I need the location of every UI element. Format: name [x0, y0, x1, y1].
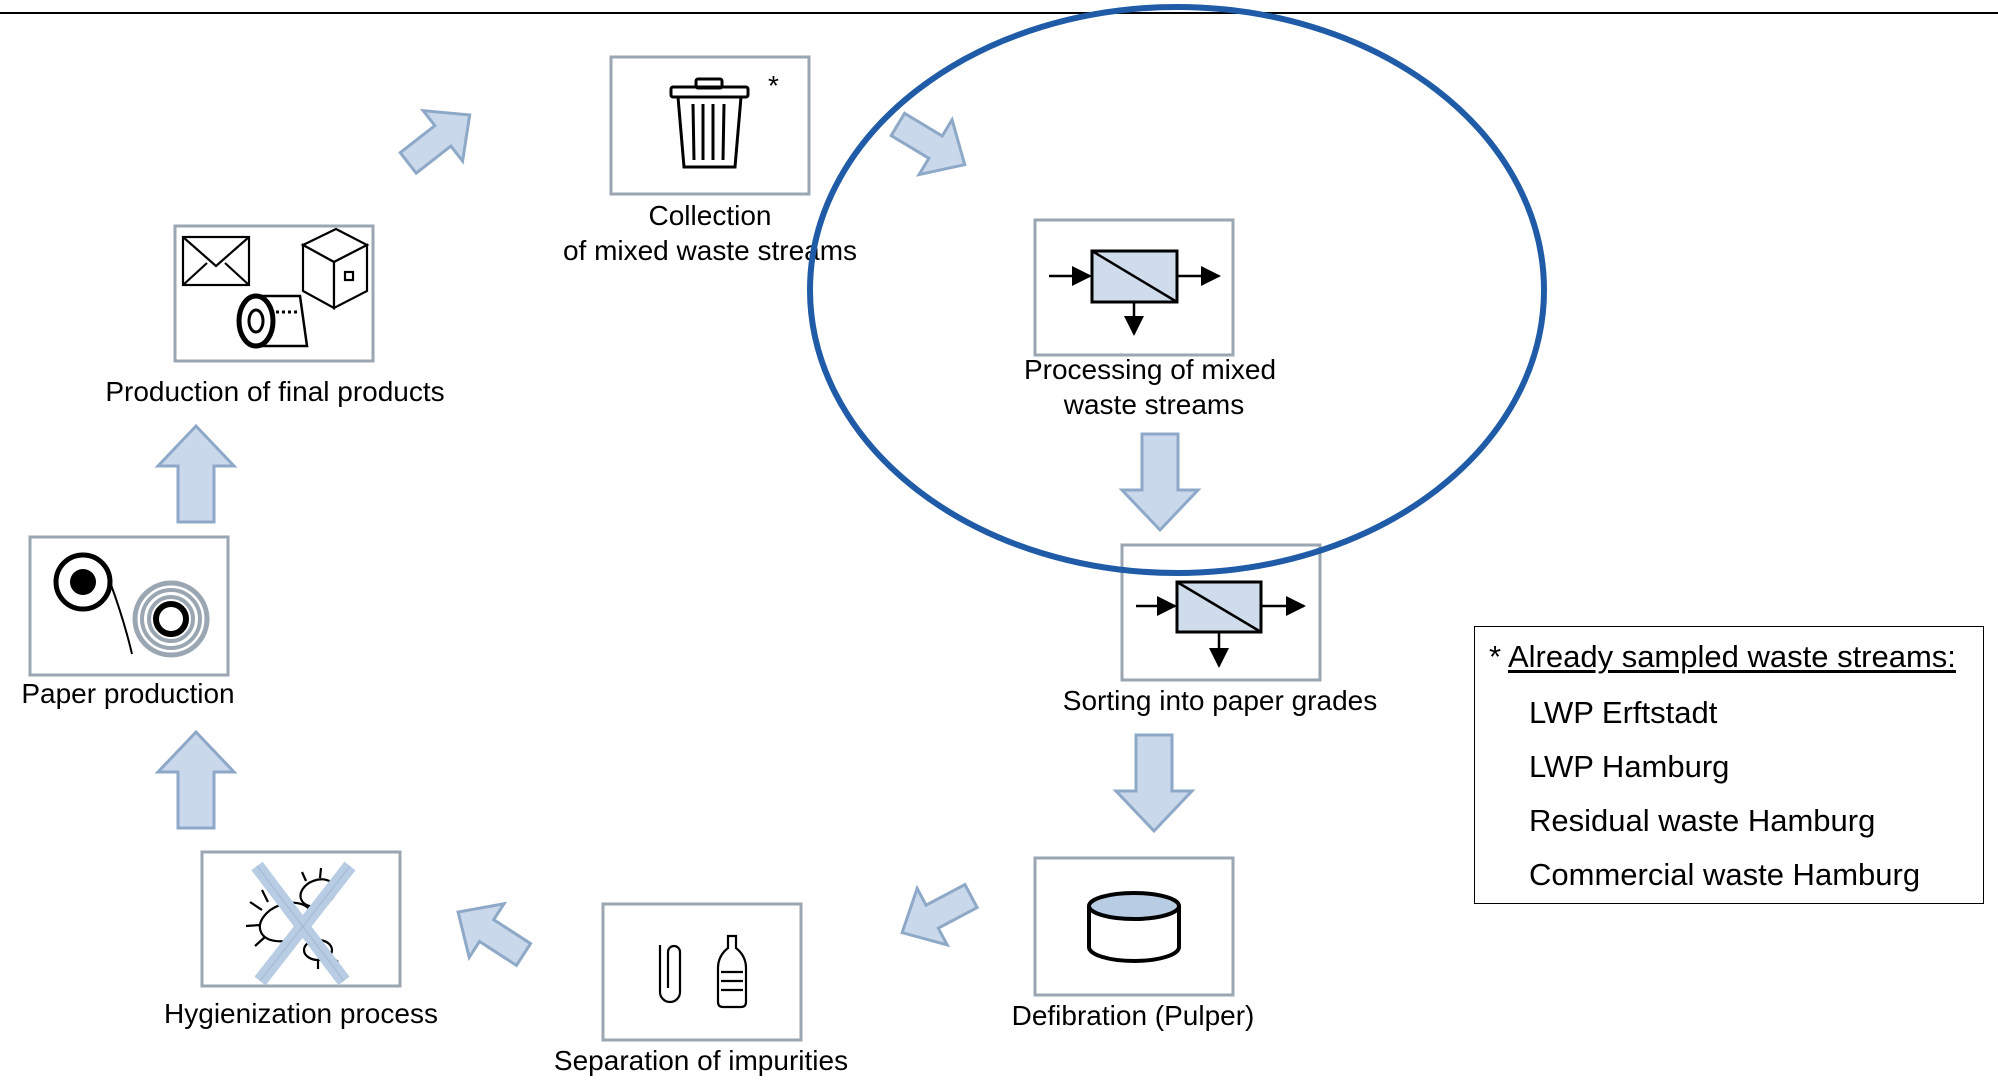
legend-item-lwp-erftstadt: LWP Erftstadt	[1529, 695, 1718, 730]
pulper-drum-icon	[1087, 891, 1181, 963]
step-processing: Processing of mixed waste streams	[1024, 218, 1276, 420]
separation-box	[601, 902, 803, 1042]
separator-icon	[1136, 580, 1306, 668]
paper-production-label: Paper production	[21, 678, 234, 709]
processing-label-line1: Processing of mixed	[1024, 354, 1276, 385]
arrow-final-to-collection	[398, 108, 472, 176]
sorting-label: Sorting into paper grades	[1063, 685, 1377, 716]
arrow-hygienization-to-paper	[154, 729, 238, 830]
processing-highlight-ellipse	[807, 4, 1547, 576]
paperclip-bottle-icon	[658, 934, 748, 1009]
step-collection: * Collection of mixed waste streams	[563, 55, 857, 266]
arrow-paper-to-final	[154, 423, 238, 524]
hygienization-label: Hygienization process	[164, 998, 438, 1029]
final-products-label: Production of final products	[105, 376, 444, 407]
legend-title: * Already sampled waste streams:	[1489, 639, 1956, 674]
cross-out-icon	[251, 861, 356, 986]
paperclip-icon	[658, 944, 682, 1004]
legend-item-commercial-waste-hamburg: Commercial waste Hamburg	[1529, 857, 1921, 892]
arrow-defibration-to-separation	[900, 882, 980, 948]
arrow-separation-to-hygienization	[456, 901, 533, 968]
envelope-icon	[181, 235, 251, 287]
paper-roll-icon	[53, 552, 210, 658]
trash-can-icon	[669, 77, 750, 169]
flow-arrows	[154, 108, 1202, 968]
processing-label-line2: waste streams	[1063, 389, 1245, 420]
collection-marker: *	[768, 70, 779, 101]
separator-icon	[1049, 249, 1221, 336]
arrow-collection-to-processing	[889, 111, 967, 177]
legend-box: * Already sampled waste streams: LWP Erf…	[1474, 626, 1984, 904]
step-hygienization: Hygienization process	[164, 850, 438, 1029]
bottle-icon	[716, 934, 748, 1009]
arrow-processing-to-sorting	[1118, 432, 1202, 533]
collection-label-line1: Collection	[649, 200, 772, 231]
step-defibration: Defibration (Pulper)	[1012, 856, 1255, 1031]
legend-item-lwp-hamburg: LWP Hamburg	[1529, 749, 1730, 784]
defibration-label: Defibration (Pulper)	[1012, 1000, 1255, 1031]
step-paper-production: Paper production	[21, 535, 235, 709]
collection-box	[609, 55, 811, 196]
step-sorting: Sorting into paper grades	[1063, 543, 1377, 716]
toilet-roll-icon	[236, 293, 309, 349]
box-icon	[300, 227, 370, 310]
legend-item-residual-waste-hamburg: Residual waste Hamburg	[1529, 803, 1876, 838]
step-separation: Separation of impurities	[554, 902, 848, 1076]
legend-title-text: Already sampled waste streams:	[1507, 639, 1956, 674]
arrow-sorting-to-defibration	[1112, 733, 1196, 834]
collection-label-line2: of mixed waste streams	[563, 235, 857, 266]
defibration-box	[1033, 856, 1235, 997]
separation-label: Separation of impurities	[554, 1045, 848, 1076]
step-final-products: Production of final products	[105, 224, 445, 407]
